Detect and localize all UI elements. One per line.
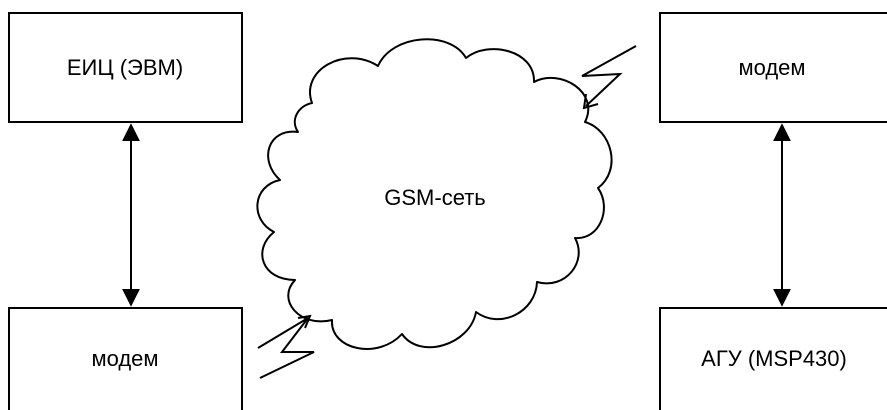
wireless-link-right (581, 45, 637, 110)
gsm-network-cloud: GSM-сеть (256, 38, 613, 350)
network-label: GSM-сеть (384, 185, 485, 210)
agu-node: АГУ (MSP430) (659, 307, 887, 410)
wireless-link-left (257, 314, 315, 379)
modem-left-node: модем (8, 307, 243, 410)
eic-label: ЕИЦ (ЭВМ) (67, 55, 183, 80)
lightning-arrowhead-icon (582, 93, 599, 110)
cloud-icon (256, 38, 613, 350)
eic-box (8, 12, 243, 123)
agu-box (659, 307, 887, 410)
modem-right-box (659, 12, 887, 123)
agu-label: АГУ (MSP430) (701, 346, 847, 371)
eic-node: ЕИЦ (ЭВМ) (8, 12, 243, 123)
modem-right-node: модем (659, 12, 887, 123)
modem-right-label: модем (738, 55, 805, 80)
modem-left-box (8, 307, 243, 410)
lightning-bolt-icon (257, 317, 315, 379)
modem-left-label: модем (91, 346, 158, 371)
lightning-arrowhead-icon (297, 314, 312, 329)
lightning-bolt-icon (581, 45, 637, 107)
